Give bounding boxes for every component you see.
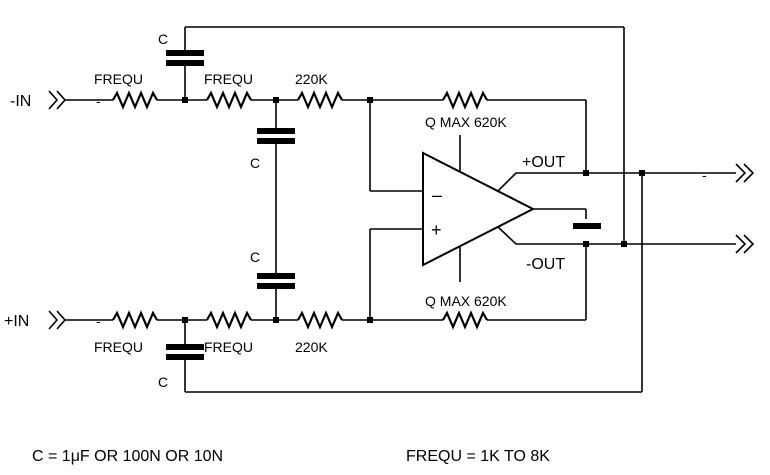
out-neg-terminal-icon [735,234,755,254]
label-frequ-bot-mid: FREQU [204,339,253,355]
label-in-neg: -IN [10,93,31,110]
label-qmax-top: Q MAX 620K [425,114,507,130]
resistor-220k-bot [297,310,343,330]
label-dash-left-bot: - [96,313,101,329]
label-in-pos: +IN [4,313,29,330]
in-neg-terminal-icon [48,90,67,110]
note-frequency: FREQU = 1K TO 8K [406,448,550,465]
label-220k-top: 220K [295,71,328,87]
note-capacitor: C = 1μF OR 100N OR 10N [32,448,223,465]
label-cap-mid-lower: C [250,249,260,265]
junction-dots [182,97,645,323]
in-pos-terminal-icon [48,310,67,330]
resistor-qmax-bot [442,310,488,330]
out-pos-terminal-icon [735,163,755,183]
opamp-triangle [422,151,536,267]
resistor-frequ-bot-mid [206,310,252,330]
resistor-220k-top [297,90,343,110]
resistor-frequ-bot-left [112,310,158,330]
label-frequ-top-left: FREQU [94,71,143,87]
label-cap-mid-upper: C [250,155,260,171]
label-cap-bot: C [158,374,168,390]
label-qmax-bot: Q MAX 620K [425,293,507,309]
wire-out-pos [497,172,736,192]
label-cap-top: C [158,31,168,47]
label-dash-left-top: - [96,93,101,109]
wire-out-neg [497,226,736,245]
label-out-neg: -OUT [526,256,565,273]
resistor-frequ-top-mid [206,90,252,110]
opamp-minus-sign: – [432,185,442,205]
resistor-frequ-top-left [112,90,158,110]
resistor-qmax-top [442,90,488,110]
label-frequ-top-mid: FREQU [204,71,253,87]
label-220k-bot: 220K [295,339,328,355]
label-out-pos: +OUT [522,154,565,171]
opamp-plus-sign: + [431,220,442,240]
label-dash-right: - [702,167,707,183]
label-frequ-bot-left: FREQU [94,339,143,355]
